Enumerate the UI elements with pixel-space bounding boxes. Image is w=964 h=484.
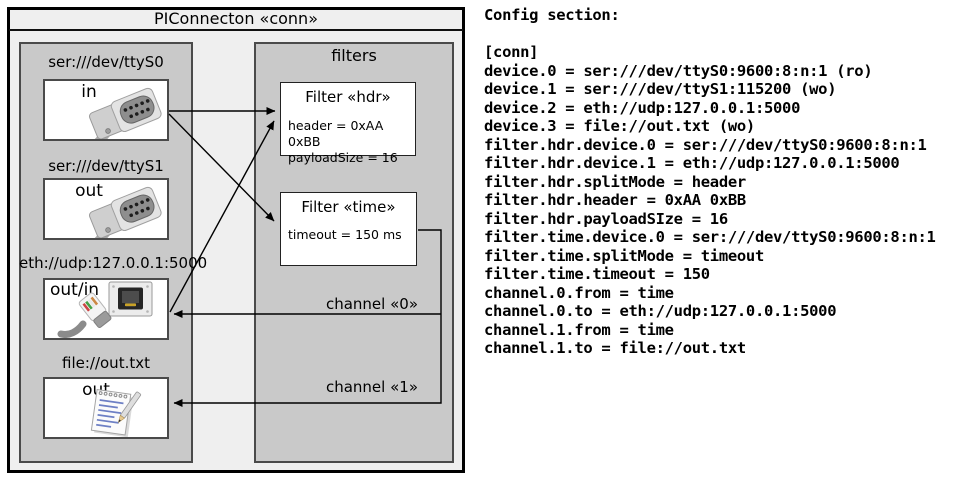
- device-box-file: out: [43, 377, 169, 439]
- device-box-ttys0: in: [43, 79, 169, 141]
- config-text: [conn] device.0 = ser:///dev/ttyS0:9600:…: [484, 43, 936, 357]
- device-box-ttys1: out: [43, 178, 169, 240]
- diagram-title: PIConnecton «conn»: [154, 9, 318, 28]
- channel-1-label: channel «1»: [325, 378, 418, 396]
- filter-time-property: timeout = 150 ms: [288, 227, 402, 242]
- device-direction-label: out/in: [50, 280, 100, 300]
- config-heading: Config section:: [484, 6, 620, 24]
- serial-connector-icon: [78, 87, 162, 139]
- device-label-eth: eth://udp:127.0.0.1:5000: [19, 254, 208, 272]
- device-label-file: file://out.txt: [62, 354, 150, 372]
- serial-connector-icon: [78, 186, 162, 238]
- filter-time-title: Filter «time»: [301, 198, 396, 216]
- filter-hdr-property: header = 0xAA 0xBB: [288, 118, 384, 149]
- device-direction-label: in: [81, 82, 97, 102]
- ethernet-jack-icon: [108, 281, 153, 317]
- title-separator: [9, 29, 463, 31]
- filter-hdr-property: payloadSize = 16: [288, 150, 398, 165]
- ethernet-plug-icon: [57, 292, 112, 338]
- device-label-ttys1: ser:///dev/ttyS1: [48, 157, 164, 175]
- channel-0-label: channel «0»: [325, 295, 418, 313]
- device-label-ttys0: ser:///dev/ttyS0: [48, 53, 164, 71]
- device-direction-label: out: [75, 181, 103, 201]
- device-box-eth: out/in: [43, 278, 169, 340]
- filter-hdr-title: Filter «hdr»: [305, 88, 391, 106]
- filter-box-time: Filter «time» timeout = 150 ms: [280, 192, 417, 266]
- notepad-icon: [90, 388, 142, 437]
- filter-box-hdr: Filter «hdr» header = 0xAA 0xBB payloadS…: [280, 82, 416, 165]
- filters-group-title: filters: [331, 46, 377, 65]
